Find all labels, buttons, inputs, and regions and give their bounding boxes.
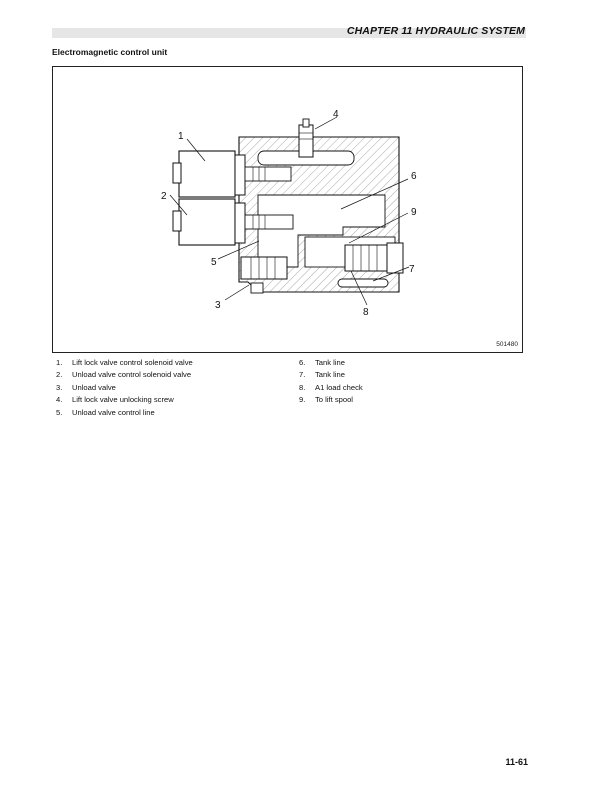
tank-slot	[337, 278, 389, 288]
legend-item: 4. Lift lock valve unlocking screw	[56, 394, 286, 406]
figure-frame: 1 2 3 4 5 6 7 8 9 501480	[52, 66, 523, 353]
legend-text: To lift spool	[315, 395, 353, 405]
legend-item: 2. Unload valve control solenoid valve	[56, 369, 286, 381]
legend-item: 7. Tank line	[299, 369, 499, 381]
legend-item: 8. A1 load check	[299, 382, 499, 394]
callout-1: 1	[178, 131, 184, 142]
legend-number: 1.	[56, 358, 63, 367]
callout-2: 2	[161, 191, 167, 202]
page-number: 11-61	[505, 757, 528, 767]
leader-lines	[169, 116, 410, 306]
chapter-title: CHAPTER 11 HYDRAULIC SYSTEM	[346, 25, 525, 37]
load-check-body	[344, 244, 388, 272]
legend-text: Tank line	[315, 358, 345, 367]
callout-7: 7	[409, 264, 415, 275]
solenoid-2-cap	[172, 210, 182, 232]
legend-text: Unload valve control line	[72, 407, 155, 417]
legend-text: A1 load check	[315, 382, 363, 392]
unload-valve-body	[240, 256, 288, 280]
unlocking-screw-body	[298, 124, 314, 158]
header-bar	[52, 28, 526, 38]
legend-text: Tank line	[315, 370, 345, 380]
unload-valve-plug	[250, 282, 264, 294]
legend-number: 2.	[56, 370, 63, 380]
callout-5: 5	[211, 257, 217, 268]
legend-right: 6.Tank line 7.Tank line 8.A1 load check …	[299, 357, 499, 407]
callout-9: 9	[411, 207, 417, 218]
callout-6: 6	[411, 171, 417, 182]
legend-item: 6. Tank line	[299, 357, 499, 369]
legend-number: 4.	[56, 395, 63, 405]
solenoid-1-cap	[172, 162, 182, 184]
legend-left: 1. Lift lock valve control solenoid valve…	[56, 357, 286, 419]
legend-item: 1. Lift lock valve control solenoid valve	[56, 357, 286, 369]
legend-item: 5. Unload valve control line	[56, 407, 286, 419]
solenoid-2-stem	[244, 214, 294, 230]
section-title: Electromagnetic control unit	[52, 47, 168, 57]
legend-text: Unload valve	[72, 382, 116, 392]
figure-id: 501480	[496, 341, 518, 348]
legend-number: 6.	[299, 358, 306, 367]
legend-text: Unload valve control solenoid valve	[72, 370, 192, 380]
solenoid-2-nut	[234, 202, 246, 244]
legend-number: 8.	[299, 382, 306, 392]
legend-number: 7.	[299, 370, 306, 380]
legend-number: 5.	[56, 407, 63, 417]
solenoid-1-stem	[244, 166, 292, 182]
solenoid-2-body	[178, 198, 236, 246]
valve-block-diagram: 1 2 3 4 5 6 7 8 9	[161, 109, 417, 318]
legend-number: 9.	[299, 395, 306, 405]
legend-item: 3. Unload valve	[56, 382, 286, 394]
legend-text: Lift lock valve unlocking screw	[72, 395, 174, 405]
callout-3: 3	[215, 300, 221, 311]
legend-item: 9. To lift spool	[299, 394, 499, 406]
callout-4: 4	[333, 109, 339, 120]
load-check-plug	[386, 242, 404, 274]
legend-text: Lift lock valve control solenoid valve	[72, 358, 193, 367]
callout-8: 8	[363, 307, 369, 318]
unlocking-screw-head	[302, 118, 310, 128]
solenoid-1-nut	[234, 154, 246, 196]
legend-number: 3.	[56, 382, 63, 392]
solenoid-1-body	[178, 150, 236, 198]
